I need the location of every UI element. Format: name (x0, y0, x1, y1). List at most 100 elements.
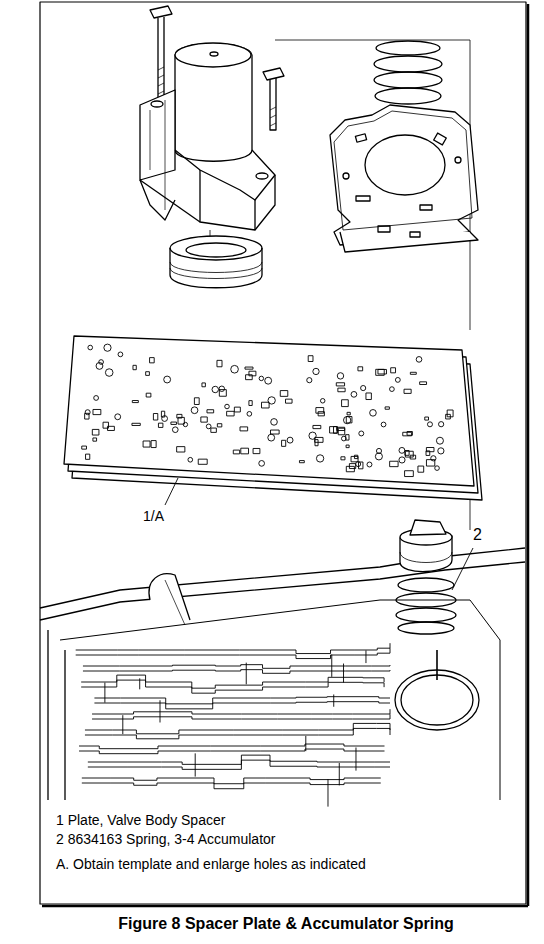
plate-hole (381, 422, 386, 427)
plate-hole (399, 457, 405, 463)
plate-hole (133, 365, 136, 369)
plate-hole (249, 401, 252, 406)
plate-hole (270, 430, 279, 434)
plate-hole (395, 377, 400, 382)
plate-hole (211, 428, 217, 432)
plate-hole (385, 407, 389, 409)
fluid-passage (88, 760, 390, 769)
plate-hole (207, 410, 214, 413)
plate-hole (201, 417, 207, 422)
plate-hole (132, 423, 140, 425)
plate-hole (313, 425, 321, 428)
plate-hole (86, 454, 90, 459)
plate-hole (390, 387, 395, 392)
plate-hole (320, 399, 325, 404)
plate-hole (405, 451, 413, 457)
plate-hole (118, 352, 123, 357)
plate-hole (405, 471, 414, 477)
plate-hole (93, 409, 101, 414)
plate-hole (259, 461, 265, 467)
plate-hole (307, 378, 312, 383)
leader-line (452, 548, 473, 590)
fluid-passage (76, 648, 390, 658)
fluid-passage (81, 675, 384, 688)
plate-hole (439, 422, 444, 427)
plate-hole (177, 447, 185, 452)
accumulator-spring (374, 41, 442, 104)
plate-hole (162, 416, 168, 422)
frame-shadow (42, 905, 528, 908)
plate-hole (356, 462, 361, 467)
parts-list-item: 2 8634163 Spring, 3-4 Accumulator (56, 831, 275, 847)
plate-hole (143, 441, 150, 447)
plate-hole (405, 451, 409, 456)
plate-hole (435, 466, 440, 471)
note: A. Obtain template and enlarge holes as … (56, 856, 366, 872)
parts-list-item: 1 Plate, Valve Body Spacer (56, 812, 225, 828)
leader-line (165, 478, 178, 505)
accumulator-gasket (330, 105, 478, 252)
fluid-passage (88, 755, 390, 764)
plate-hole (315, 440, 318, 446)
fluid-passage (339, 763, 340, 785)
plate-hole (233, 450, 239, 454)
plate-hole (259, 376, 263, 380)
plate-hole (217, 424, 221, 427)
plate-hole (171, 422, 177, 424)
plate-hole (287, 437, 293, 443)
plate-hole (404, 389, 411, 393)
plate-hole (391, 368, 396, 373)
plate-hole (198, 459, 207, 464)
fluid-passage (104, 683, 105, 703)
plate-hole (202, 383, 205, 387)
plate-hole (227, 411, 235, 416)
plate-hole (268, 434, 275, 441)
plate-hole (153, 414, 157, 420)
plate-hole (151, 441, 156, 448)
fluid-passage (139, 678, 140, 689)
plate-hole (336, 383, 344, 386)
fluid-passage (333, 694, 334, 706)
plate-hole (280, 391, 288, 397)
plate-hole (188, 457, 193, 462)
figure-frame (40, 2, 526, 904)
plate-hole (172, 427, 178, 433)
plate-hole (96, 363, 103, 370)
plate-hole (390, 461, 398, 466)
plate-hole (351, 456, 358, 461)
plate-hole (85, 410, 90, 415)
plate-hole (158, 423, 162, 427)
plate-hole (337, 373, 343, 379)
plate-hole (341, 436, 346, 441)
plate-hole (399, 447, 405, 453)
plate-hole (92, 429, 99, 435)
plate-hole (367, 462, 372, 467)
fluid-passage (92, 709, 390, 714)
callout-number: 1/A (143, 508, 164, 524)
plate-hole (107, 426, 114, 430)
plate-hole (93, 438, 97, 441)
plate-hole (268, 397, 275, 404)
lower-accumulator-piston (400, 520, 452, 572)
plate-hole (410, 372, 416, 374)
plate-hole (150, 358, 155, 363)
plate-hole (286, 399, 293, 403)
plate-hole (342, 400, 349, 407)
fluid-passage (160, 700, 161, 722)
plate-hole (338, 388, 345, 392)
plate-hole (132, 401, 138, 403)
plate-hole (438, 448, 444, 454)
plate-hole (343, 416, 350, 423)
plate-hole (253, 448, 260, 453)
plate-hole (115, 414, 121, 420)
plate-hole (341, 457, 345, 460)
plate-hole (183, 422, 187, 426)
plate-hole (206, 424, 211, 429)
figure-caption: Figure 8 Spacer Plate & Accumulator Spri… (118, 915, 454, 933)
plate-hole (88, 345, 93, 350)
fluid-passage (85, 723, 390, 733)
plate-hole (410, 455, 415, 459)
plate-hole (416, 357, 422, 363)
fluid-passage (365, 650, 366, 663)
